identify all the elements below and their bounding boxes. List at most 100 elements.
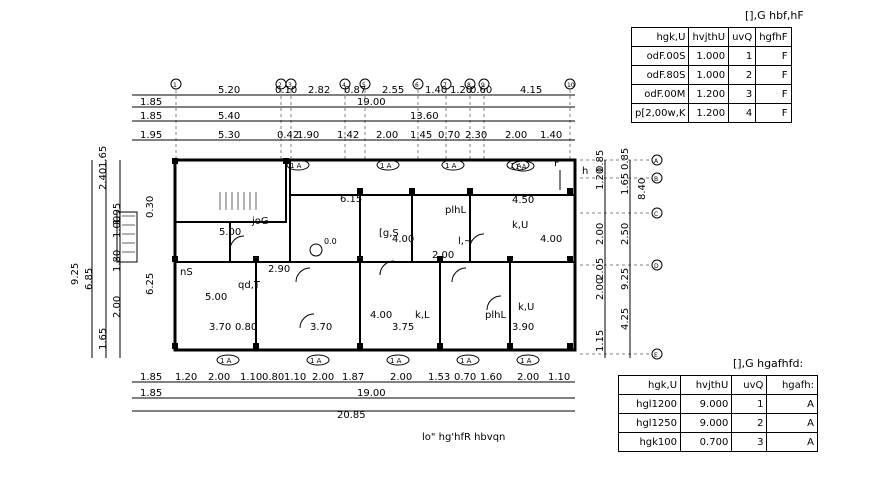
door-swing	[229, 235, 245, 251]
window-tag-label: 1 A	[515, 163, 527, 171]
dimension-label: 0.30	[145, 196, 156, 218]
dimension-label: 1.20	[175, 372, 197, 383]
table-cell: F	[755, 84, 792, 104]
column	[357, 343, 363, 349]
column	[567, 188, 573, 194]
grid-bubble-label: 9	[481, 82, 485, 89]
grid-bubble-right	[651, 172, 663, 184]
table-cell: F	[755, 65, 792, 85]
dimension-label: 0.42	[277, 130, 299, 141]
window-tag	[516, 354, 540, 366]
room-label: qd,T	[238, 280, 261, 291]
column	[467, 188, 473, 194]
room-dimension: 6.15	[340, 194, 362, 205]
dimension-label: 1.00	[112, 216, 123, 238]
dimension-label: 1.20	[595, 168, 606, 190]
table-cell: 1	[728, 46, 757, 66]
table-row: odF.00M 1.200 3 F	[630, 84, 792, 104]
dimension-label: 1.80	[112, 250, 123, 272]
windows-table-header: hgk,U hvjthU uvQ hgafh:	[617, 375, 818, 395]
table-cell: 2	[731, 413, 768, 433]
table-row: hgk100 0.700 3 A	[617, 432, 818, 452]
dimension-label: 1.20	[450, 85, 472, 96]
room-dimension: 4.00	[370, 310, 392, 321]
window-tag-label: 1 A	[290, 162, 302, 170]
room-dimension: 5.00	[219, 227, 241, 238]
dimension-label: 1.95	[140, 130, 162, 141]
table-cell: 1	[731, 394, 768, 414]
dimension-label: 1.87	[342, 372, 364, 383]
column	[172, 256, 178, 262]
dimension-label: 9.25	[620, 268, 631, 290]
table-cell: 4	[728, 103, 757, 123]
grid-bubble-top	[464, 78, 476, 90]
column	[437, 343, 443, 349]
table-row: hgl1200 9.000 1 A	[617, 394, 818, 414]
room-dimension: 4.50	[512, 195, 534, 206]
dimension-label: 1.85	[140, 97, 162, 108]
dimension-label: 0.85	[620, 148, 631, 170]
grid-bubble-label: 1	[173, 82, 177, 89]
dimension-label: 1.42	[337, 130, 359, 141]
grid-bubble-label: 2	[278, 82, 282, 89]
table-cell: F	[755, 103, 792, 123]
grid-bubble-label: B	[654, 176, 658, 183]
table-cell: hgl1250	[617, 413, 682, 433]
grid-bubble-top	[359, 78, 371, 90]
window-tag-label: 1 A	[220, 357, 232, 365]
table-cell: A	[766, 413, 818, 433]
dimension-label: 1.85	[140, 372, 162, 383]
dimension-label: 2.00	[376, 130, 398, 141]
table-cell: odF.00S	[630, 46, 690, 66]
dimension-label: 2.00	[595, 278, 606, 300]
room-dimension: 3.90	[512, 322, 534, 333]
grid-bubble-top	[440, 78, 452, 90]
table-row: p[2,00w,K 1.200 4 F	[630, 103, 792, 123]
dimension-label: 2.82	[308, 85, 330, 96]
dimension-label: 1.60	[480, 372, 502, 383]
level-value: 0.0	[324, 237, 337, 246]
room-label: plhL	[485, 310, 506, 321]
level-label: h	[582, 166, 588, 177]
dimension-label: 2.00	[595, 223, 606, 245]
dimension-label: 2.00	[112, 296, 123, 318]
dimension-label: 2.00	[208, 372, 230, 383]
column	[567, 256, 573, 262]
dimension-label: 0.85	[595, 150, 606, 172]
dimension-label: 0.70	[438, 130, 460, 141]
room-label: joG	[251, 216, 269, 227]
balcony-rail	[116, 211, 138, 263]
window-tag-label: 1 A	[445, 162, 457, 170]
door-swing	[299, 313, 315, 329]
table-cell: A	[766, 432, 818, 452]
room-label: plhL	[445, 205, 466, 216]
dimension-label: 2.30	[465, 130, 487, 141]
room-label: k,L	[415, 310, 430, 321]
grid-bubble-right	[651, 259, 663, 271]
grid-bubble-label: 8	[467, 82, 471, 89]
table-cell: 1.000	[688, 46, 730, 66]
table-cell: 9.000	[680, 394, 733, 414]
dimension-label: 1.90	[297, 130, 319, 141]
grid-bubble-top	[170, 78, 182, 90]
windows-header-type: hgafh:	[766, 375, 818, 395]
dimension-label: 1.45	[410, 130, 432, 141]
dimension-label: 13.60	[410, 111, 439, 122]
column	[409, 188, 415, 194]
room-dimension: 3.70	[310, 322, 332, 333]
windows-header-code: hgk,U	[617, 375, 682, 395]
room-dimension: 5.00	[205, 292, 227, 303]
dimension-label: 0.80	[262, 372, 284, 383]
column	[567, 343, 573, 349]
doors-header-code: hgk,U	[630, 27, 690, 47]
table-cell: hgk100	[617, 432, 682, 452]
grid-bubble-label: D	[654, 263, 659, 270]
grid-bubble-top	[478, 78, 490, 90]
dimension-label: 1.95	[112, 203, 123, 225]
grid-bubble-label: 6	[415, 82, 419, 89]
room-dimension: 4.00	[392, 234, 414, 245]
grid-bubble-label: 7	[443, 82, 447, 89]
column	[437, 256, 443, 262]
window-tag	[511, 160, 535, 172]
grid-bubble-label: 3	[288, 82, 292, 89]
